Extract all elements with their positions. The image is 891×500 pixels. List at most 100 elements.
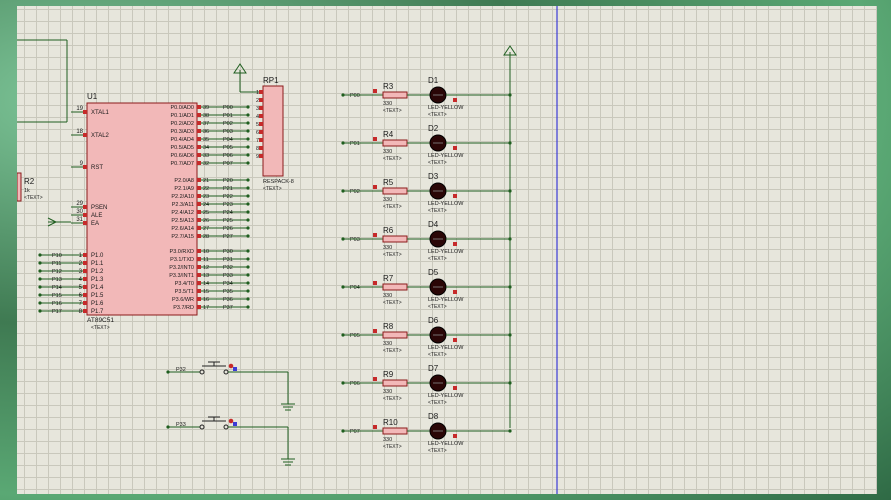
mcu-p0-junction [246, 121, 250, 125]
mcu-p0-pin-name: P0.4/AD4 [170, 137, 194, 143]
led-row-rail-junction [508, 429, 512, 433]
led-row-resistor[interactable] [382, 331, 408, 339]
mcu-p1-pin-marker [83, 301, 87, 305]
mcu-p2-pin-name: P2.7/A15 [171, 234, 194, 240]
mcu-p0-pin-number: 36 [203, 129, 209, 135]
mcu-p0-pin-name: P0.7/AD7 [170, 161, 194, 167]
led-row-led-pin-marker [453, 290, 457, 294]
button-contact-right [223, 424, 229, 430]
mcu-p0-pin-name: P0.6/AD6 [170, 153, 194, 159]
mcu-p0-junction [246, 161, 250, 165]
led-row-resistor[interactable] [382, 139, 408, 147]
mcu-left-pin-marker [83, 213, 87, 217]
r2-body[interactable] [17, 172, 22, 202]
button-net-label: P32 [176, 367, 186, 373]
mcu-p3-pin-marker [197, 281, 201, 285]
mcu-p1-net-label: P12 [52, 269, 62, 275]
led-row-input-junction [341, 333, 345, 337]
push-button[interactable]: P33 [166, 416, 295, 466]
mcu-p0-pin-name: P0.1/AD1 [170, 113, 194, 119]
led-row-led-part: LED-YELLOW [428, 153, 464, 159]
mcu-p0-net-label: P01 [223, 113, 233, 119]
led-row-resistor[interactable] [382, 235, 408, 243]
led-row-input-junction [341, 429, 345, 433]
led-row-res-pin-marker [373, 185, 377, 189]
ea-arrow-icon [47, 217, 58, 227]
mcu-p2-net-label: P22 [223, 194, 233, 200]
led-row-led-ref: D2 [428, 124, 439, 133]
rpack-pin-number: 6 [256, 130, 259, 136]
led-row-resistor[interactable] [382, 379, 408, 387]
led-row-res-value: 330 [383, 437, 392, 443]
led-row-led-placeholder: <TEXT> [428, 256, 447, 262]
mcu-p0-net-label: P00 [223, 105, 233, 111]
led-row-res-ref: R10 [383, 418, 398, 427]
mcu-p2-pin-number: 23 [203, 194, 209, 200]
mcu-p2-pin-marker [197, 186, 201, 190]
mcu-p1-pin-name: P1.5 [91, 293, 104, 299]
led-row-res-pin-marker [373, 281, 377, 285]
mcu-p3-pin-name: P3.7/RD [173, 305, 194, 311]
mcu-p0-pin-name: P0.5/AD5 [170, 145, 194, 151]
push-button[interactable]: P32 [166, 361, 295, 411]
r2-text-placeholder: <TEXT> [24, 195, 43, 201]
led-row-led-ref: D8 [428, 412, 439, 421]
rpack-text-placeholder: <TEXT> [263, 186, 282, 192]
mcu-p3-pin-number: 16 [203, 297, 209, 303]
mcu-p3-junction [246, 297, 250, 301]
mcu-p2-pin-name: P2.5/A13 [171, 218, 194, 224]
rpack-pin-marker [259, 114, 263, 118]
mcu-p1-pin-marker [83, 293, 87, 297]
rpack-pin-marker [259, 90, 263, 94]
rpack-pin-marker [259, 138, 263, 142]
mcu-p1-net-label: P15 [52, 293, 62, 299]
led-row-led-ref: D6 [428, 316, 439, 325]
mcu-p1-net-label: P13 [52, 277, 62, 283]
mcu-text-placeholder: <TEXT> [91, 325, 110, 331]
mcu-p2-junction [246, 210, 250, 214]
mcu-p2-junction [246, 234, 250, 238]
mcu-p1-junction [38, 261, 42, 265]
led-row-led-part: LED-YELLOW [428, 105, 464, 111]
led-row-res-value: 330 [383, 197, 392, 203]
rpack-pin-marker [259, 122, 263, 126]
mcu-p0-pin-marker [197, 121, 201, 125]
mcu-left-pin-number: 18 [76, 129, 83, 135]
mcu-p2-pin-name: P2.4/A12 [171, 210, 194, 216]
button-contact-left [199, 369, 205, 375]
mcu-p1-pin-name: P1.1 [91, 261, 104, 267]
led-row-resistor[interactable] [382, 91, 408, 99]
led-row-resistor[interactable] [382, 283, 408, 291]
mcu-p2-net-label: P20 [223, 178, 233, 184]
mcu-p1-pin-marker [83, 277, 87, 281]
mcu-p3-net-label: P33 [223, 273, 233, 279]
led-row-rail-junction [508, 141, 512, 145]
mcu-p2-pin-name: P2.0/A8 [174, 178, 194, 184]
schematic-canvas[interactable]: U1AT89C51<TEXT>19XTAL118XTAL29RST29PSEN3… [17, 6, 877, 494]
led-row-net-label: P03 [350, 237, 360, 243]
mcu-body[interactable] [86, 102, 198, 316]
mcu-p2-junction [246, 226, 250, 230]
led-row-resistor[interactable] [382, 187, 408, 195]
led-row-led-pin-marker [453, 434, 457, 438]
mcu-p0-pin-name: P0.0/AD0 [170, 105, 194, 111]
mcu-left-pin-name: ALE [91, 213, 102, 219]
led-row-res-ref: R8 [383, 322, 394, 331]
rpack-pin-number: 2 [256, 98, 259, 104]
led-row-resistor[interactable] [382, 427, 408, 435]
mcu-p3-pin-name: P3.3/INT1 [169, 273, 194, 279]
mcu-p2-pin-number: 24 [203, 202, 209, 208]
mcu-p2-pin-number: 27 [203, 226, 209, 232]
mcu-p3-pin-name: P3.1/TXD [170, 257, 194, 263]
led-row-led-ref: D1 [428, 76, 439, 85]
rpack-body[interactable] [262, 85, 284, 177]
